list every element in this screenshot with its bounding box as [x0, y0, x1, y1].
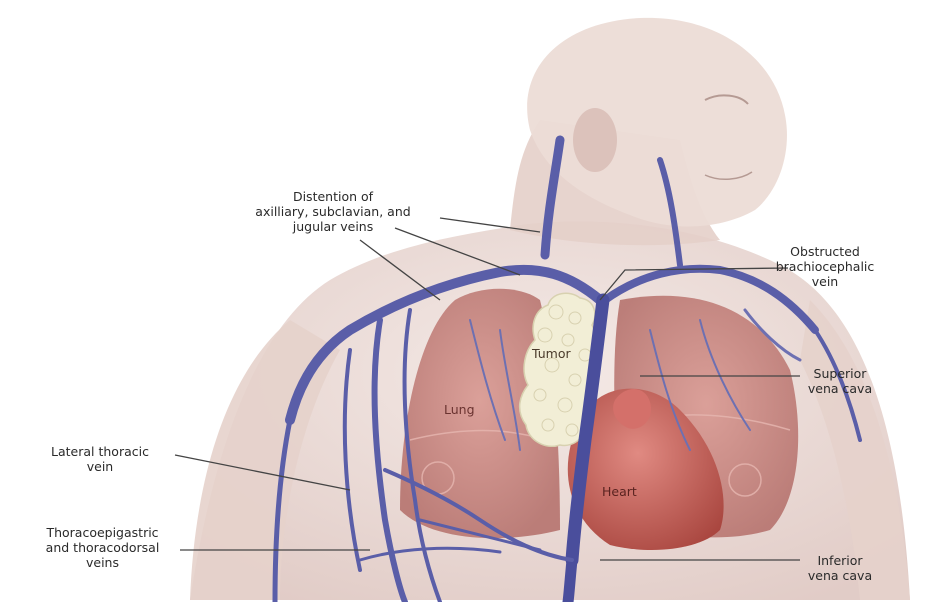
- body-ear: [573, 108, 617, 172]
- label-obstructed-brachiocephalic: Obstructed brachiocephalic vein: [765, 244, 885, 289]
- label-lateral-thoracic: Lateral thoracic vein: [30, 444, 170, 474]
- label-heart: Heart: [602, 484, 637, 499]
- label-tumor: Tumor: [532, 346, 571, 361]
- label-thoraco-veins: Thoracoepigastric and thoracodorsal vein…: [25, 525, 180, 570]
- label-superior-vena-cava: Superior vena cava: [790, 366, 890, 396]
- label-lung: Lung: [444, 402, 475, 417]
- label-distention: Distention of axilliary, subclavian, and…: [228, 189, 438, 234]
- label-inferior-vena-cava: Inferior vena cava: [790, 553, 890, 583]
